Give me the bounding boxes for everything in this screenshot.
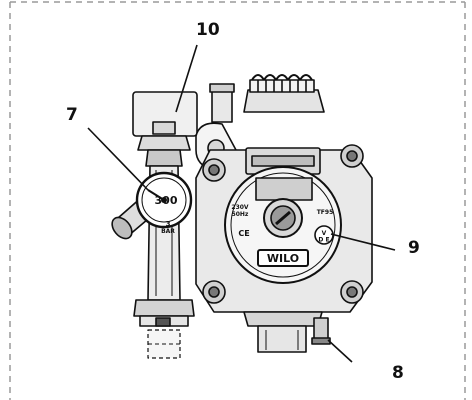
leader-9 [330, 233, 396, 251]
callout-7: 7 [66, 105, 78, 125]
valve-assembly [111, 91, 198, 359]
leader-7 [87, 127, 149, 191]
gauge-pressure-unit: BAR [161, 228, 175, 235]
pressure-gauge [135, 171, 193, 229]
callout-9: 9 [408, 238, 420, 258]
callout-10: 10 [196, 20, 220, 40]
gauge-scale-mark: 300 [155, 194, 178, 207]
drain-valve [313, 317, 329, 341]
gauge-pressure-value: 3 [166, 220, 171, 228]
housing-bolts [202, 144, 364, 304]
dashed-frame [9, 1, 466, 400]
pump-voltage-label: 230V [231, 204, 249, 211]
pump-frequency-label: 50Hz [232, 211, 249, 218]
brand-badge [257, 249, 309, 267]
pump-model-code: TF95 [317, 209, 334, 216]
brand-logo: WILO [267, 252, 299, 265]
leader-8 [327, 339, 353, 363]
leader-lines [87, 44, 396, 363]
leader-10 [175, 44, 198, 113]
pump-body [195, 74, 373, 353]
ce-mark: CE [238, 229, 249, 238]
pump-top-coil [243, 74, 325, 113]
callout-8: 8 [392, 363, 404, 383]
